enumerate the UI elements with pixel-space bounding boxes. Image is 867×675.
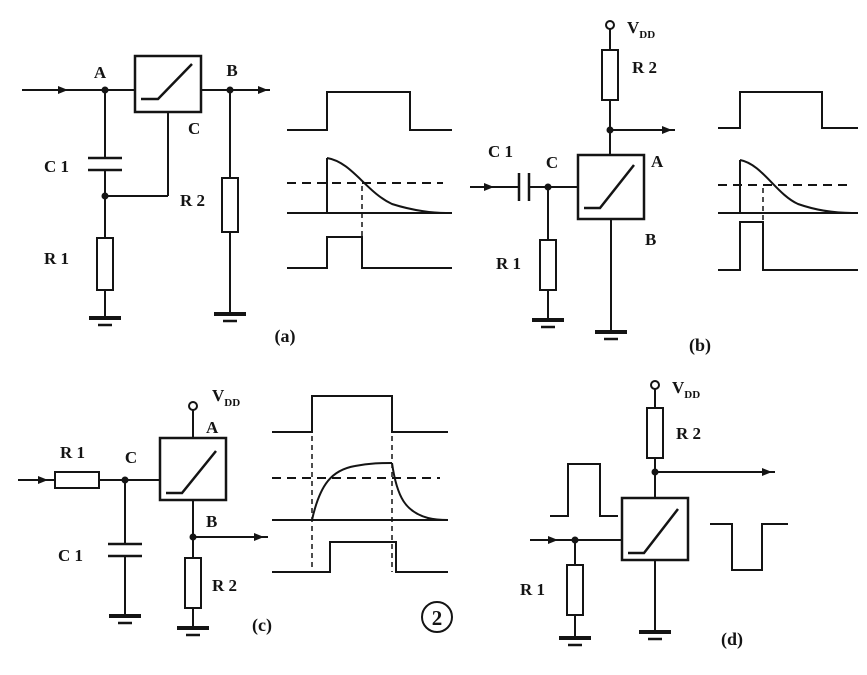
arrowhead-icon	[484, 183, 494, 191]
label-r1: R 1	[60, 443, 85, 462]
waveform-b	[718, 91, 858, 271]
caption-c: (c)	[252, 615, 272, 636]
circuit-a: A B C C 1 R 1 R 2 (a)	[22, 54, 296, 347]
label-node-a: A	[206, 418, 219, 437]
ground-icon	[109, 614, 209, 637]
circuit-c: R 1 C A VDD B R 2 C 1 (c)	[18, 386, 272, 637]
label-node-c: C	[546, 153, 558, 172]
label-node-a: A	[94, 63, 107, 82]
resistor-r1	[539, 239, 557, 291]
waveform-c	[272, 395, 449, 573]
resistor-r2	[601, 49, 619, 101]
label-r2: R 2	[632, 58, 657, 77]
label-node-b: B	[645, 230, 656, 249]
input-pulse-trace	[272, 395, 448, 433]
vdd-main: V	[627, 18, 640, 37]
label-c1: C 1	[44, 157, 69, 176]
vdd-sub: DD	[684, 389, 700, 401]
figure-number-text: 2	[432, 606, 443, 630]
input-pulse-glyph	[550, 463, 618, 517]
label-r1: R 1	[44, 249, 69, 268]
ground-icon	[559, 630, 671, 647]
output-pulse-trace	[287, 236, 452, 269]
switch-arm-icon	[584, 164, 635, 210]
vdd-main: V	[212, 386, 225, 405]
node-dot	[101, 192, 109, 200]
label-node-b: B	[206, 512, 217, 531]
node-dot	[101, 86, 109, 94]
arrowhead-icon	[254, 533, 264, 541]
circuit-b: VDD R 2 A B C C 1 R 1 (b)	[470, 18, 711, 356]
ground-icon	[89, 312, 246, 327]
vdd-sub: DD	[639, 29, 655, 41]
exp-rise-trace	[311, 462, 393, 521]
node-dot	[651, 468, 659, 476]
caption-d: (d)	[721, 629, 743, 650]
switch-arm-icon	[141, 63, 193, 101]
circuit-d: VDD R 2 R 1 (d)	[520, 378, 788, 650]
ground-icon	[532, 318, 627, 341]
node-dot	[544, 183, 552, 191]
arrowhead-icon	[662, 126, 672, 134]
label-node-b: B	[226, 61, 237, 80]
resistor-r2	[221, 177, 239, 233]
figure-number-circle	[421, 601, 453, 633]
caption-b: (b)	[689, 335, 711, 356]
label-c1: C 1	[488, 142, 513, 161]
arrowhead-icon	[38, 476, 48, 484]
capacitor-c1	[108, 542, 142, 558]
arrowhead-icon	[548, 536, 558, 544]
switch-box	[576, 153, 646, 221]
arrowhead-icon	[258, 86, 268, 94]
exp-decay-trace	[391, 462, 449, 521]
label-r2: R 2	[180, 191, 205, 210]
vdd-terminal-icon	[605, 20, 615, 30]
arrowhead-icon	[762, 468, 772, 476]
resistor-r1	[96, 237, 114, 291]
exp-decay-trace	[326, 157, 447, 214]
node-dot	[606, 126, 614, 134]
waveform-a	[287, 91, 452, 269]
input-pulse-trace	[718, 91, 858, 129]
label-node-c: C	[125, 448, 137, 467]
output-pulse-trace	[272, 541, 448, 573]
label-vdd: VDD	[672, 378, 700, 401]
exp-decay-trace	[739, 159, 853, 214]
vdd-terminal-icon	[650, 380, 660, 390]
label-r2: R 2	[212, 576, 237, 595]
output-pulse-glyph	[710, 523, 788, 571]
capacitor-c1	[517, 173, 531, 201]
capacitor-c1	[88, 156, 122, 172]
resistor-r1	[54, 471, 100, 489]
output-pulse-trace	[718, 221, 858, 271]
switch-box	[158, 436, 228, 502]
resistor-r2	[646, 407, 664, 459]
switch-box	[620, 496, 690, 562]
vdd-main: V	[672, 378, 685, 397]
vdd-sub: DD	[224, 397, 240, 409]
label-node-c: C	[188, 119, 200, 138]
edge-markers	[311, 400, 393, 572]
caption-a: (a)	[275, 326, 296, 347]
input-pulse-trace	[287, 91, 452, 131]
figure-number: 2	[421, 601, 453, 633]
label-node-a: A	[651, 152, 664, 171]
label-r2: R 2	[676, 424, 701, 443]
switch-arm-icon	[166, 450, 217, 495]
arrowhead-icon	[58, 86, 68, 94]
label-r1: R 1	[520, 580, 545, 599]
resistor-r1	[566, 564, 584, 616]
switch-arm-icon	[628, 508, 679, 555]
label-vdd: VDD	[212, 386, 240, 409]
label-vdd: VDD	[627, 18, 655, 41]
vdd-terminal-icon	[188, 401, 198, 411]
node-dot	[121, 476, 129, 484]
node-dot	[571, 536, 579, 544]
node-dot	[226, 86, 234, 94]
node-dot	[189, 533, 197, 541]
resistor-r2	[184, 557, 202, 609]
label-c1: C 1	[58, 546, 83, 565]
label-r1: R 1	[496, 254, 521, 273]
